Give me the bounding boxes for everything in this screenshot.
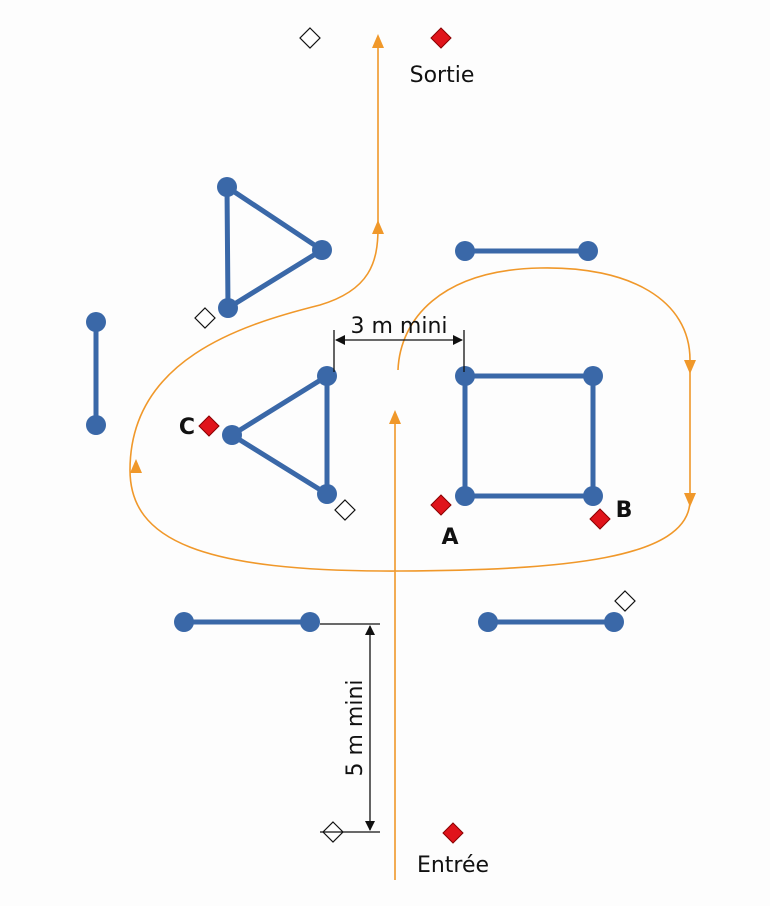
obstacle-bar-top-right xyxy=(455,241,598,261)
labels: Sortie Entrée C A B 3 m mini 5 m mini xyxy=(179,63,632,878)
red-marker-b xyxy=(589,508,611,530)
obstacle-bar-left-vertical xyxy=(86,312,106,435)
dimension-vertical xyxy=(320,623,380,833)
label-entry: Entrée xyxy=(417,853,489,878)
label-gap-vertical: 5 m mini xyxy=(343,679,368,776)
label-gap-horizontal: 3 m mini xyxy=(350,314,447,339)
white-marker-top xyxy=(299,27,321,49)
obstacle-triangle-upper xyxy=(217,177,332,318)
route-arrow-up-left xyxy=(130,459,142,473)
label-point-b: B xyxy=(616,498,633,523)
white-marker-middle-triangle xyxy=(334,499,356,521)
route-arrow-down-right-2 xyxy=(684,493,696,507)
route-arrow-up-top xyxy=(372,34,384,48)
dimension-horizontal xyxy=(333,330,465,372)
obstacle-square xyxy=(455,366,603,506)
markers xyxy=(194,27,636,844)
route-arrow-up-exit xyxy=(372,220,384,234)
red-marker-entry xyxy=(442,822,464,844)
obstacle-bar-bottom-left xyxy=(174,612,320,632)
route-path xyxy=(129,34,696,880)
route-arrowheads xyxy=(130,34,696,507)
red-marker-a xyxy=(430,494,452,516)
red-marker-exit xyxy=(430,27,452,49)
obstacles xyxy=(86,177,624,632)
label-exit: Sortie xyxy=(410,63,475,88)
white-marker-upper-triangle xyxy=(194,307,216,329)
label-point-c: C xyxy=(179,415,195,440)
route-main-line xyxy=(129,42,691,880)
red-marker-c xyxy=(198,415,220,437)
route-arrow-up-center xyxy=(389,410,401,424)
label-point-a: A xyxy=(441,525,458,550)
obstacle-triangle-middle xyxy=(222,366,337,504)
obstacle-bar-bottom-right xyxy=(478,612,624,632)
white-marker-bottom-right xyxy=(614,590,636,612)
route-arrow-down-right-1 xyxy=(684,360,696,374)
